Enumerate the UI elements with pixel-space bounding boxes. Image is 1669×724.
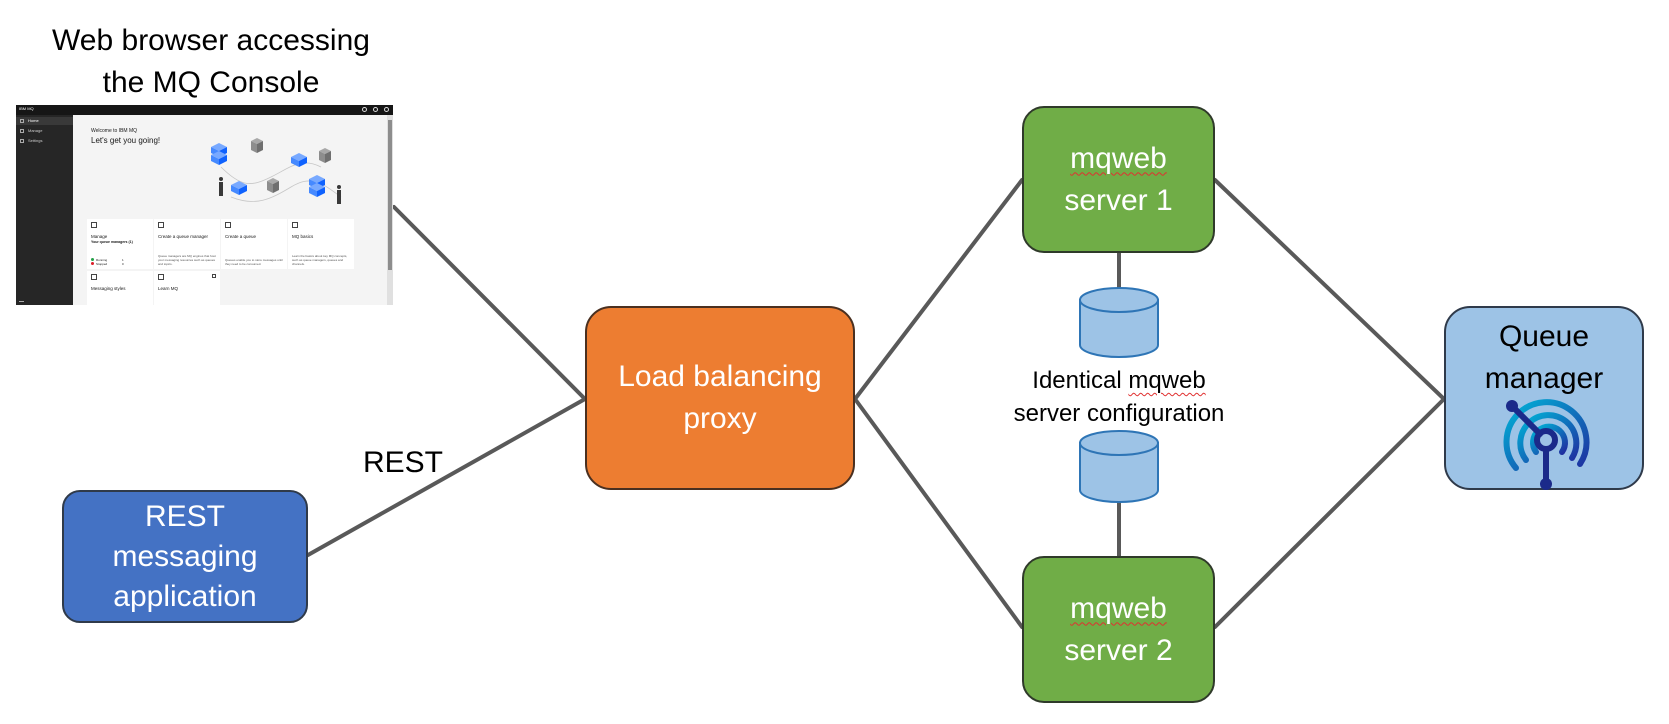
node-label: REST	[144, 499, 225, 533]
user-icon	[384, 107, 389, 112]
config-label-word: mqweb	[1128, 367, 1206, 394]
running-label: Running	[96, 258, 108, 262]
mqweb-server-2-node: mqweb server 2	[1022, 556, 1215, 703]
console-caption-line2: the MQ Console	[102, 66, 320, 99]
console-app-title: IBM MQ	[19, 106, 34, 111]
notification-icon	[373, 107, 378, 112]
tile-description: Queue managers are MQ engines that host …	[158, 254, 216, 266]
console-headline: Let's get you going!	[91, 136, 161, 145]
tools-icon	[292, 222, 298, 228]
sidebar-item-settings: Settings	[16, 137, 73, 145]
sidebar-item-label: Home	[28, 118, 39, 123]
settings-icon	[20, 139, 24, 143]
config-label: Identical mqweb server configuration	[985, 364, 1253, 430]
sidebar-item-manage: Manage	[16, 127, 73, 135]
mq-antenna-icon	[1503, 399, 1590, 490]
sidebar-item-home: Home	[16, 117, 73, 125]
config-label-prefix: Identical	[1032, 367, 1129, 394]
collapse-icon	[19, 301, 24, 302]
tile-messaging-styles: Messaging styles	[87, 271, 153, 305]
tile-title: Manage	[91, 234, 108, 239]
node-label: Queue	[1498, 320, 1590, 353]
connector-server1-qm	[1213, 178, 1446, 401]
connector-proxy-server1	[853, 178, 1024, 401]
status-stopped: Stopped 0	[91, 262, 124, 266]
tile-title: Messaging styles	[91, 286, 126, 291]
tile-title: Create a queue manager	[158, 234, 209, 239]
manage-icon	[91, 222, 97, 228]
help-icon	[362, 107, 367, 112]
stopped-count: 0	[122, 262, 124, 266]
status-running: Running 1	[91, 258, 124, 262]
tile-subtitle: Your queue managers (1)	[91, 240, 133, 244]
tile-description: Queues enable you to store messages unti…	[225, 258, 283, 266]
connector-server2-qm	[1213, 397, 1446, 629]
welcome-illustration	[211, 138, 342, 204]
config-cylinder-bottom	[1079, 430, 1159, 503]
tile-create-queue-manager: Create a queue manager Queue managers ar…	[154, 219, 220, 269]
queue-icon	[225, 222, 231, 228]
node-label: manager	[1484, 362, 1604, 395]
node-label: mqweb	[1070, 591, 1167, 625]
tile-learn-mq: Learn MQ	[154, 271, 220, 305]
connector-rest-proxy	[306, 397, 587, 557]
server-stack-icon	[211, 143, 227, 165]
config-label-line2: server configuration	[1013, 400, 1225, 427]
external-link-icon	[212, 274, 216, 278]
node-label: application	[113, 579, 257, 613]
sidebar-item-label: Manage	[28, 128, 43, 133]
edge-label-rest: REST	[362, 446, 443, 479]
tools-icon	[158, 274, 164, 280]
home-icon	[20, 119, 24, 123]
console-caption: Web browser accessing the MQ Console	[16, 20, 406, 104]
running-count: 1	[122, 258, 124, 262]
queue-manager-node: Queue manager	[1444, 306, 1644, 490]
node-label: server 2	[1064, 633, 1173, 667]
mqweb-server-1-node: mqweb server 1	[1022, 106, 1215, 253]
person-icon	[219, 177, 341, 204]
console-topbar: IBM MQ	[16, 105, 393, 115]
connector-console-proxy	[392, 205, 587, 401]
node-label: server 1	[1064, 183, 1173, 217]
tools-icon	[91, 274, 97, 280]
tile-description: Learn the basics about key MQ concepts, …	[292, 254, 348, 266]
rest-messaging-application-node: REST messaging application	[62, 490, 308, 623]
tile-title: Create a queue	[225, 234, 257, 239]
manage-icon	[20, 129, 24, 133]
node-label: messaging	[112, 539, 258, 573]
tile-mq-basics: MQ basics Learn the basics about key MQ …	[288, 219, 354, 269]
load-balancing-proxy-node: Load balancing proxy	[585, 306, 855, 490]
node-label: proxy	[683, 402, 757, 435]
tile-title: Learn MQ	[158, 286, 179, 291]
console-welcome: Welcome to IBM MQ	[91, 128, 138, 134]
node-label: mqweb	[1070, 141, 1167, 175]
node-label: Load balancing	[618, 360, 822, 393]
tile-create-queue: Create a queue Queues enable you to stor…	[221, 219, 287, 269]
stopped-label: Stopped	[96, 262, 108, 266]
tile-title: MQ basics	[292, 234, 314, 239]
queue-manager-icon	[158, 222, 164, 228]
connector-proxy-server2	[853, 397, 1024, 629]
mq-console-screenshot: IBM MQ Home Manage Settings Welcome to I…	[16, 105, 393, 305]
console-scrollbar	[387, 115, 393, 305]
config-cylinder-top	[1079, 287, 1159, 358]
tile-manage: Manage Your queue managers (1) Running 1…	[87, 219, 153, 269]
sidebar-item-label: Settings	[28, 138, 43, 143]
console-main: Welcome to IBM MQ Let's get you going!	[73, 115, 387, 305]
console-sidebar: Home Manage Settings	[16, 115, 73, 305]
console-caption-line1: Web browser accessing	[52, 24, 370, 57]
config-label-line1: Identical mqweb	[985, 364, 1253, 397]
